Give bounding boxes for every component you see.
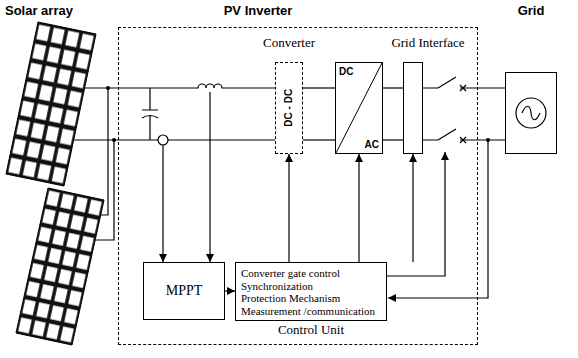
panel-cells (16, 188, 104, 345)
switch-contact (460, 85, 466, 91)
switch-blade (438, 129, 456, 140)
grid-switches (438, 77, 466, 144)
current-sensor (158, 135, 168, 145)
dcdc-converter: DC - DC (275, 62, 303, 154)
input-type: DC (339, 66, 353, 78)
signal-arrow (358, 154, 359, 262)
junction-dot (112, 138, 116, 142)
signal-arrow (225, 290, 235, 291)
power-line (303, 139, 335, 140)
panel-cells (6, 22, 96, 186)
source-circle (516, 98, 546, 128)
sine-wave (522, 106, 540, 120)
function-item: Converter gate control (241, 267, 340, 280)
unit-title: Control Unit (278, 323, 344, 338)
switch-contact (460, 137, 466, 143)
sense-wire (162, 145, 163, 262)
interface-title: Grid Interface (391, 36, 464, 51)
capacitor-symbol (142, 88, 158, 140)
switch-gap (438, 84, 460, 92)
sense-wire (209, 92, 210, 262)
inverter-stage: DC AC (335, 62, 383, 154)
mppt-block: MPPT (143, 262, 225, 320)
output-type: AC (365, 139, 379, 151)
converter-type: DC - DC (283, 89, 295, 127)
connector-layer (225, 88, 505, 291)
power-line (383, 87, 403, 88)
switch-blade (438, 77, 456, 88)
stage-label: Converter (263, 36, 315, 51)
grid-source: Grid (505, 72, 557, 154)
enclosure-title: PV Inverter (224, 4, 293, 19)
switch-control-wire (387, 152, 445, 276)
power-line (383, 139, 403, 140)
panel-frame (16, 188, 104, 345)
panel-wire (101, 88, 108, 215)
panel-wire (95, 140, 114, 240)
grid-interface: Grid Interface (403, 62, 423, 154)
signal-arrow (412, 154, 413, 262)
control-unit: Converter gate controlSynchronizationPro… (235, 262, 387, 321)
function-item: Protection Mechanism (241, 292, 340, 305)
ac-source-symbol (506, 73, 556, 153)
dc-wiring (74, 84, 488, 298)
diagonal-divider (336, 63, 382, 153)
array-title: Solar array (5, 4, 73, 19)
measurement-wire (388, 140, 488, 298)
solar-panel (16, 188, 104, 345)
grid-title: Grid (518, 4, 545, 19)
function-item: Measurement /communication (241, 305, 375, 318)
panel-frame (6, 22, 96, 186)
inverter-enclosure: PV InverterDC - DCDCACGrid InterfaceMPPT… (118, 27, 478, 345)
function-item: Synchronization (241, 280, 313, 293)
block-title: MPPT (166, 283, 203, 299)
switch-gap (438, 136, 460, 144)
power-line (303, 87, 335, 88)
positive-bus (85, 84, 275, 88)
solar-panel (6, 22, 96, 186)
negative-bus (74, 139, 275, 140)
junction-dot (106, 86, 110, 90)
signal-arrow (288, 154, 289, 262)
